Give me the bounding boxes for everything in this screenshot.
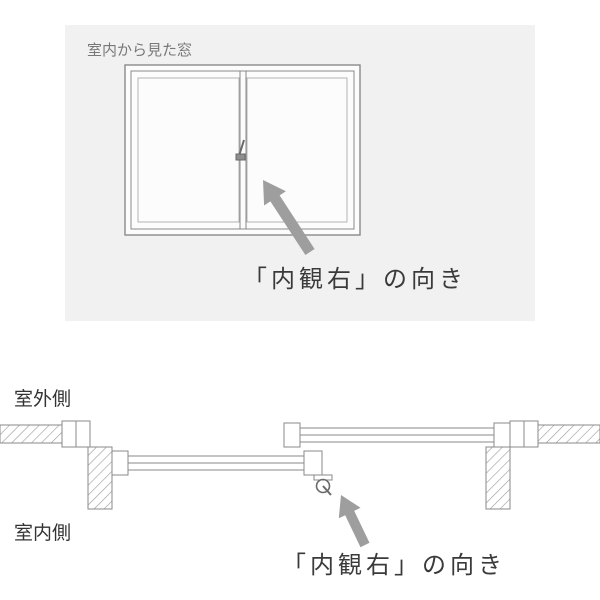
window-outer-frame <box>124 64 361 236</box>
frame-jamb-left <box>61 420 91 448</box>
indoor-side-label: 室内側 <box>14 522 71 544</box>
left-pane-glass <box>137 77 240 223</box>
window-cross-section-drawing: 室外側 室内側 <box>0 388 600 579</box>
outdoor-side-label: 室外側 <box>14 388 71 410</box>
window-left-sash <box>130 70 247 230</box>
orientation-caption: 「内観右」の向き <box>243 266 467 293</box>
wall-hatch-left-band <box>0 424 63 444</box>
outdoor-sash <box>283 422 511 448</box>
panel-title: 室内から見た窓 <box>87 41 192 59</box>
window-elevation <box>124 64 361 236</box>
cross-section-area: 室外側 室内側 <box>0 365 600 600</box>
frame-jamb-right <box>509 420 539 448</box>
crescent-lock-icon <box>235 139 246 161</box>
pointer-arrow-icon <box>338 495 370 548</box>
wall-hatch-right-band <box>537 424 600 444</box>
pointer-arrow-icon <box>263 180 315 255</box>
crescent-lock-icon <box>313 474 333 496</box>
wall-jamb-left <box>87 446 113 510</box>
wall-jamb-right <box>485 446 511 510</box>
window-elevation-drawing: 室内から見た窓 「内観右」の向き <box>87 41 467 293</box>
right-pane-glass <box>246 77 348 223</box>
indoor-sash <box>111 450 323 476</box>
orientation-caption: 「内観右」の向き <box>282 552 506 579</box>
interior-view-panel: 室内から見た窓 「内観右」の向き <box>65 25 535 321</box>
